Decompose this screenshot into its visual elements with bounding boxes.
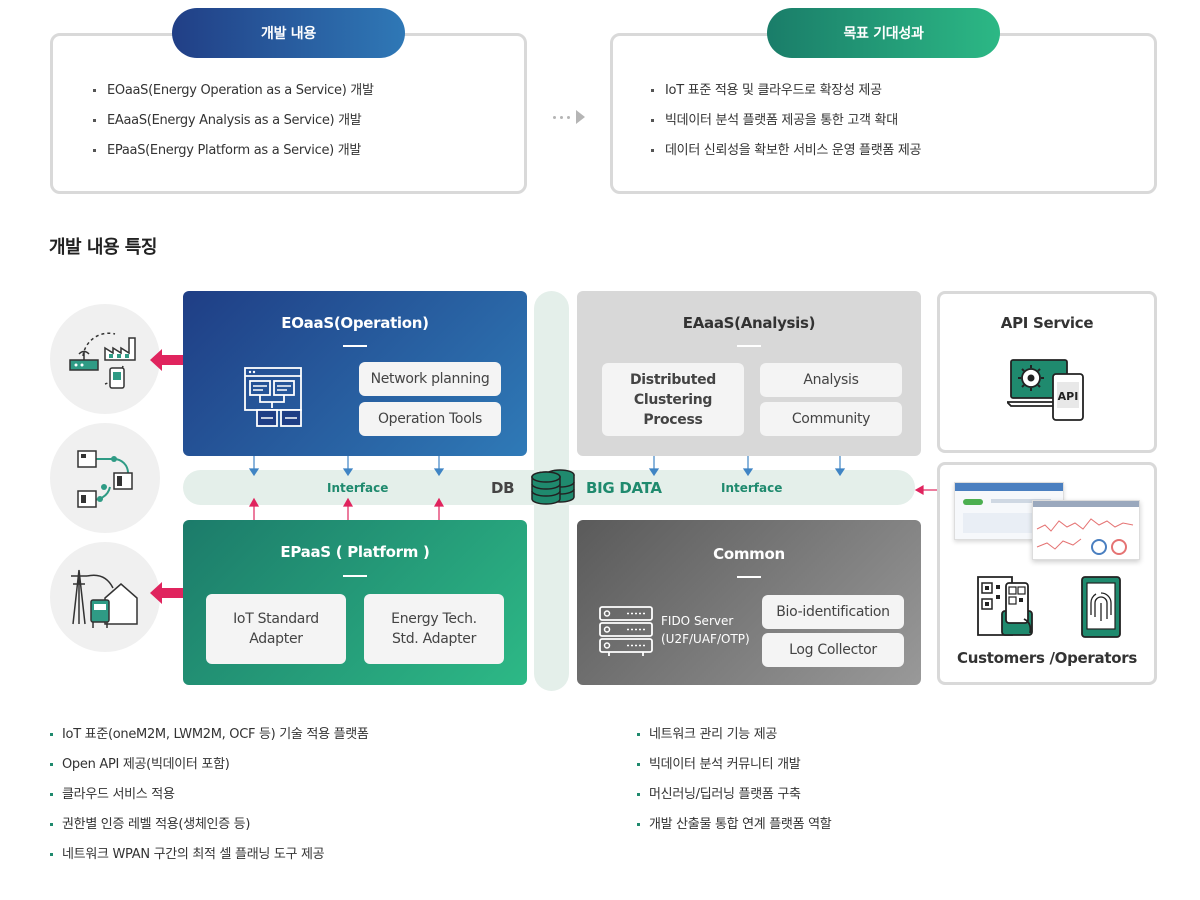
expected-results-list: IoT 표준 적용 및 클라우드로 확장성 제공 빅데이터 분석 플랫폼 제공을… <box>651 76 922 166</box>
features-list-left: IoT 표준(oneM2M, LWM2M, OCF 등) 기술 적용 플랫폼 O… <box>50 720 369 870</box>
eaaas-title: EAaaS(Analysis) <box>682 314 816 332</box>
eoaas-panel: EOaaS(Operation) Network planning Operat… <box>183 291 527 456</box>
development-content-pill: 개발 내용 <box>172 8 405 58</box>
database-icon <box>531 469 575 505</box>
bio-identification-chip: Bio-identification <box>762 595 904 629</box>
list-item: 권한별 인증 레벨 적용(생체인증 등) <box>50 810 369 840</box>
utility-home-circle <box>50 542 160 652</box>
factory-network-icon <box>69 332 136 389</box>
api-label: API <box>1058 390 1079 403</box>
title-divider <box>737 345 761 347</box>
factory-network-circle <box>50 304 160 414</box>
list-item: 네트워크 관리 기능 제공 <box>637 720 831 750</box>
expected-results-pill: 목표 기대성과 <box>767 8 1000 58</box>
list-item: 네트워크 WPAN 구간의 최적 셀 플래닝 도구 제공 <box>50 840 369 870</box>
customers-operators-box: Customers /Operators <box>937 462 1157 685</box>
node-network-circle <box>50 423 160 533</box>
dashboard-screenshot-front <box>1032 500 1140 560</box>
list-item: EPaaS(Energy Platform as a Service) 개발 <box>93 136 374 166</box>
energy-tech-adapter-chip: Energy Tech. Std. Adapter <box>364 594 504 664</box>
mobile-qr-icon <box>977 576 1033 636</box>
network-nodes-icon <box>77 450 133 508</box>
title-divider <box>343 345 367 347</box>
common-title: Common <box>713 545 785 563</box>
expected-results-box: IoT 표준 적용 및 클라우드로 확장성 제공 빅데이터 분석 플랫폼 제공을… <box>610 33 1157 194</box>
interface-label-left: Interface <box>327 481 389 495</box>
list-item: 빅데이터 분석 플랫폼 제공을 통한 고객 확대 <box>651 106 921 136</box>
community-chip: Community <box>760 402 902 436</box>
api-service-title: API Service <box>1000 314 1094 332</box>
interface-label-right: Interface <box>721 481 783 495</box>
api-service-box: API Service API <box>937 291 1157 453</box>
list-item: 클라우드 서비스 적용 <box>50 780 369 810</box>
list-item: IoT 표준 적용 및 클라우드로 확장성 제공 <box>651 76 921 106</box>
list-item: EOaaS(Energy Operation as a Service) 개발 <box>93 76 374 106</box>
iot-standard-adapter-chip: IoT Standard Adapter <box>206 594 346 664</box>
development-content-list: EOaaS(Energy Operation as a Service) 개발 … <box>93 76 374 166</box>
analysis-chip: Analysis <box>760 363 902 397</box>
list-item: 머신러닝/딥러닝 플랫폼 구축 <box>637 780 831 810</box>
power-house-icon <box>71 569 138 628</box>
server-icon <box>599 606 653 656</box>
dashboard-screenshot-back <box>954 482 1064 540</box>
eoaas-title: EOaaS(Operation) <box>281 314 429 332</box>
double-arrow-icon <box>150 582 200 604</box>
epaas-panel: EPaaS ( Platform ) IoT Standard Adapter … <box>183 520 527 685</box>
list-item: EAaaS(Energy Analysis as a Service) 개발 <box>93 106 374 136</box>
list-item: 빅데이터 분석 커뮤니티 개발 <box>637 750 831 780</box>
features-list-right: 네트워크 관리 기능 제공 빅데이터 분석 커뮤니티 개발 머신러닝/딥러닝 플… <box>637 720 832 840</box>
eaaas-panel: EAaaS(Analysis) Distributed Clustering P… <box>577 291 921 456</box>
list-item: Open API 제공(빅데이터 포함) <box>50 750 369 780</box>
epaas-title: EPaaS ( Platform ) <box>280 543 430 561</box>
db-label: DB <box>491 479 515 497</box>
network-planning-icon <box>244 367 302 427</box>
big-data-label: BIG DATA <box>586 479 662 497</box>
network-planning-chip: Network planning <box>359 362 501 396</box>
double-arrow-icon <box>150 349 200 371</box>
fingerprint-icon <box>1081 576 1121 638</box>
list-item: 데이터 신뢰성을 확보한 서비스 운영 플랫폼 제공 <box>651 136 922 166</box>
title-divider <box>737 576 761 578</box>
customers-operators-title: Customers /Operators <box>957 649 1137 667</box>
section-title: 개발 내용 특징 <box>49 237 157 258</box>
log-collector-chip: Log Collector <box>762 633 904 667</box>
list-item: 개발 산출물 통합 연계 플랫폼 역할 <box>637 810 832 840</box>
distributed-clustering-chip: Distributed Clustering Process <box>602 363 744 436</box>
dashboard-chart-icon <box>1036 518 1134 555</box>
fido-server-label: FIDO Server (U2F/UAF/OTP) <box>661 614 750 646</box>
operation-tools-chip: Operation Tools <box>359 402 501 436</box>
api-device-icon: API <box>1007 359 1084 421</box>
list-item: IoT 표준(oneM2M, LWM2M, OCF 등) 기술 적용 플랫폼 <box>50 720 369 750</box>
right-arrow-icon <box>553 110 585 124</box>
common-panel: Common FIDO Server (U2F/UAF/OTP) Bio-ide… <box>577 520 921 685</box>
development-content-box: EOaaS(Energy Operation as a Service) 개발 … <box>50 33 527 194</box>
title-divider <box>343 575 367 577</box>
